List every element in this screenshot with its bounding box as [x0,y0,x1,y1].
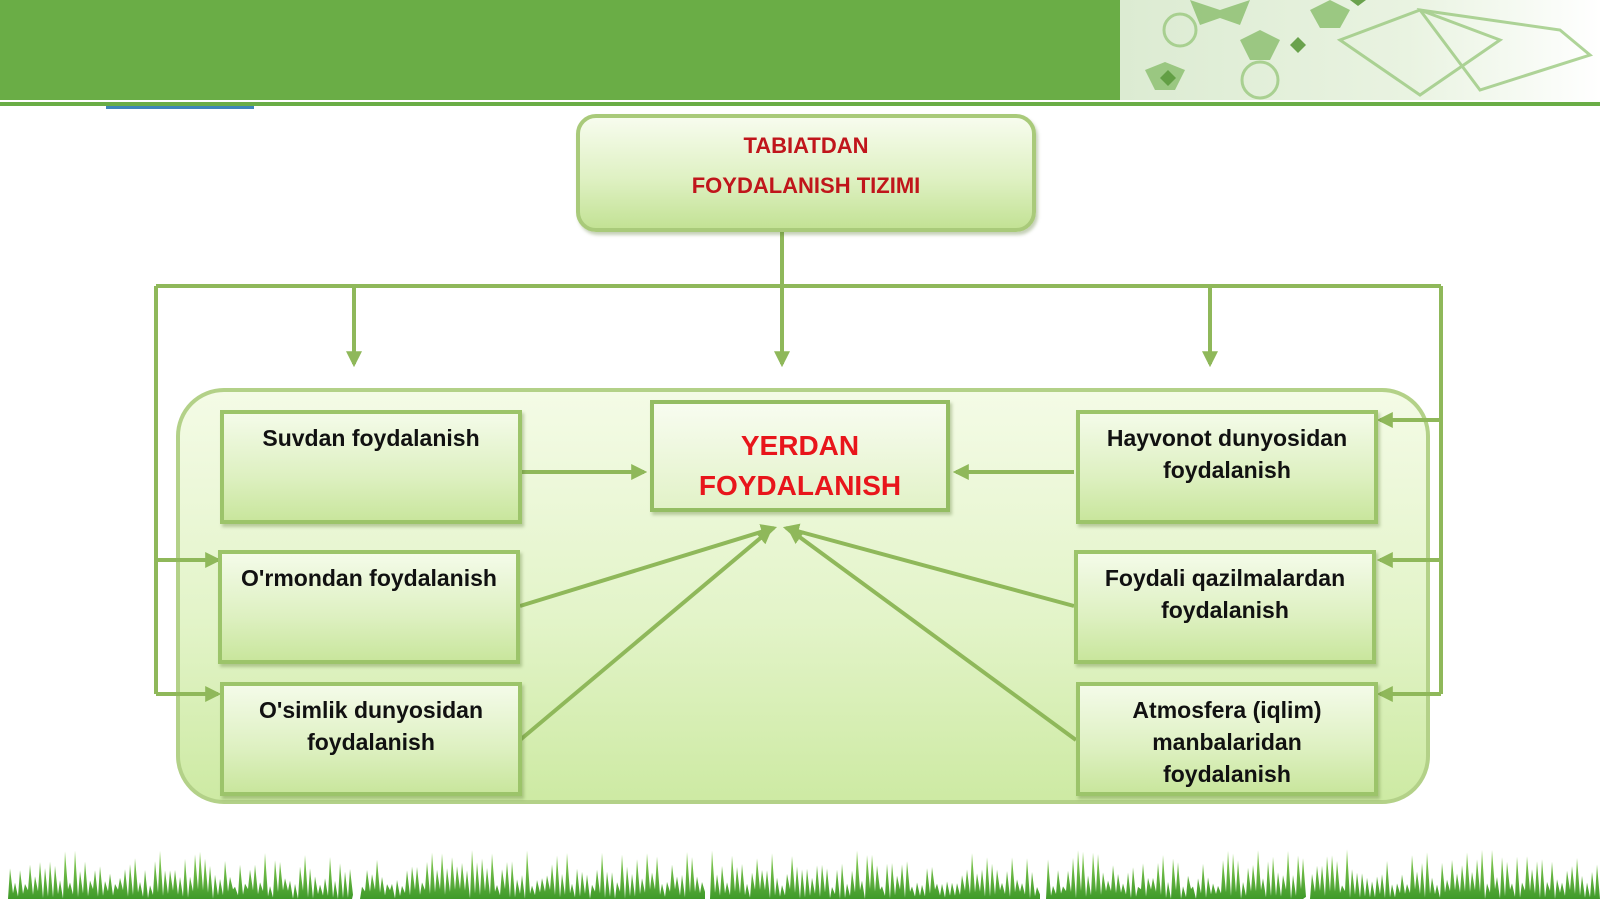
header-ornament [1120,0,1600,100]
root-node: TABIATDAN FOYDALANISH TIZIMI [576,114,1036,232]
node-minerals-label: Foydali qazilmalardan foydalanish [1104,565,1346,623]
connector-minerals-center [782,523,1075,608]
node-forest-label: O'rmondan foydalanish [241,565,497,591]
center-line-1: YERDAN [740,430,860,461]
node-water: Suvdan foydalanish [220,410,522,524]
connector-atmosphere-center [787,528,1078,742]
center-line-2: FOYDALANISH [698,470,902,501]
node-flora: O'simlik dunyosidan foydalanish [220,682,522,796]
root-line-1: TABIATDAN [743,133,869,158]
header-band [0,0,1120,100]
header-rule-accent [106,106,254,109]
root-line-2: FOYDALANISH TIZIMI [691,173,921,198]
connector-flora-center [518,527,773,742]
connector-forest-center [519,524,778,608]
node-flora-label: O'simlik dunyosidan foydalanish [258,697,483,755]
node-fauna: Hayvonot dunyosidan foydalanish [1076,410,1378,524]
node-water-label: Suvdan foydalanish [262,425,480,451]
node-forest: O'rmondan foydalanish [218,550,520,664]
header-rule [0,102,1600,106]
node-atmosphere-label: Atmosfera (iqlim) manbalaridan foydalani… [1132,697,1322,787]
ornament-pattern-icon [1145,0,1594,100]
grass-footer-icon [8,849,1600,899]
center-node: YERDAN FOYDALANISH [650,400,950,512]
node-fauna-label: Hayvonot dunyosidan foydalanish [1106,425,1348,483]
node-minerals: Foydali qazilmalardan foydalanish [1074,550,1376,664]
node-atmosphere: Atmosfera (iqlim) manbalaridan foydalani… [1076,682,1378,796]
